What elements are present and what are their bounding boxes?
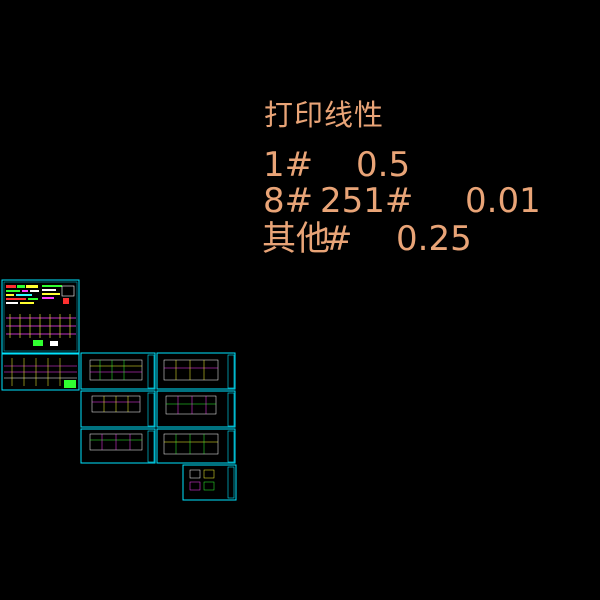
pen-number-3: #	[324, 219, 353, 259]
lineweight-value-3: 0.25	[396, 219, 472, 259]
lineweight-row-2: 8# 251# 0.01	[263, 184, 541, 354]
structural-frame-drawing	[6, 314, 76, 346]
lineweight-value-2: 0.01	[465, 181, 541, 221]
legend-color-blocks	[6, 285, 75, 304]
sheet-7-plan-e[interactable]	[156, 390, 236, 428]
sheet-5-plan-c[interactable]	[80, 428, 156, 464]
print-lineweight-title: 打印线性	[264, 98, 385, 132]
pen-number-2b: 251#	[320, 181, 414, 221]
lineweight-row-3: 其他 # 0.25	[262, 222, 472, 392]
pen-number-2a: 8#	[263, 181, 314, 221]
lineweight-value-1: 0.5	[356, 145, 411, 185]
sheet-1-design-notes[interactable]	[1, 279, 80, 354]
sheet-3-plan-a[interactable]	[80, 352, 156, 390]
pen-number-1: 1#	[263, 145, 314, 185]
sheet-6-plan-d[interactable]	[156, 352, 236, 390]
sheet-8-plan-f[interactable]	[156, 428, 236, 464]
pen-label-other: 其他	[262, 219, 330, 259]
lineweight-row-1: 1# 0.5	[263, 148, 410, 284]
sheet-2-elevation-table[interactable]	[1, 353, 80, 391]
sheet-4-plan-b[interactable]	[80, 390, 156, 428]
sheet-9-details[interactable]	[182, 464, 237, 501]
